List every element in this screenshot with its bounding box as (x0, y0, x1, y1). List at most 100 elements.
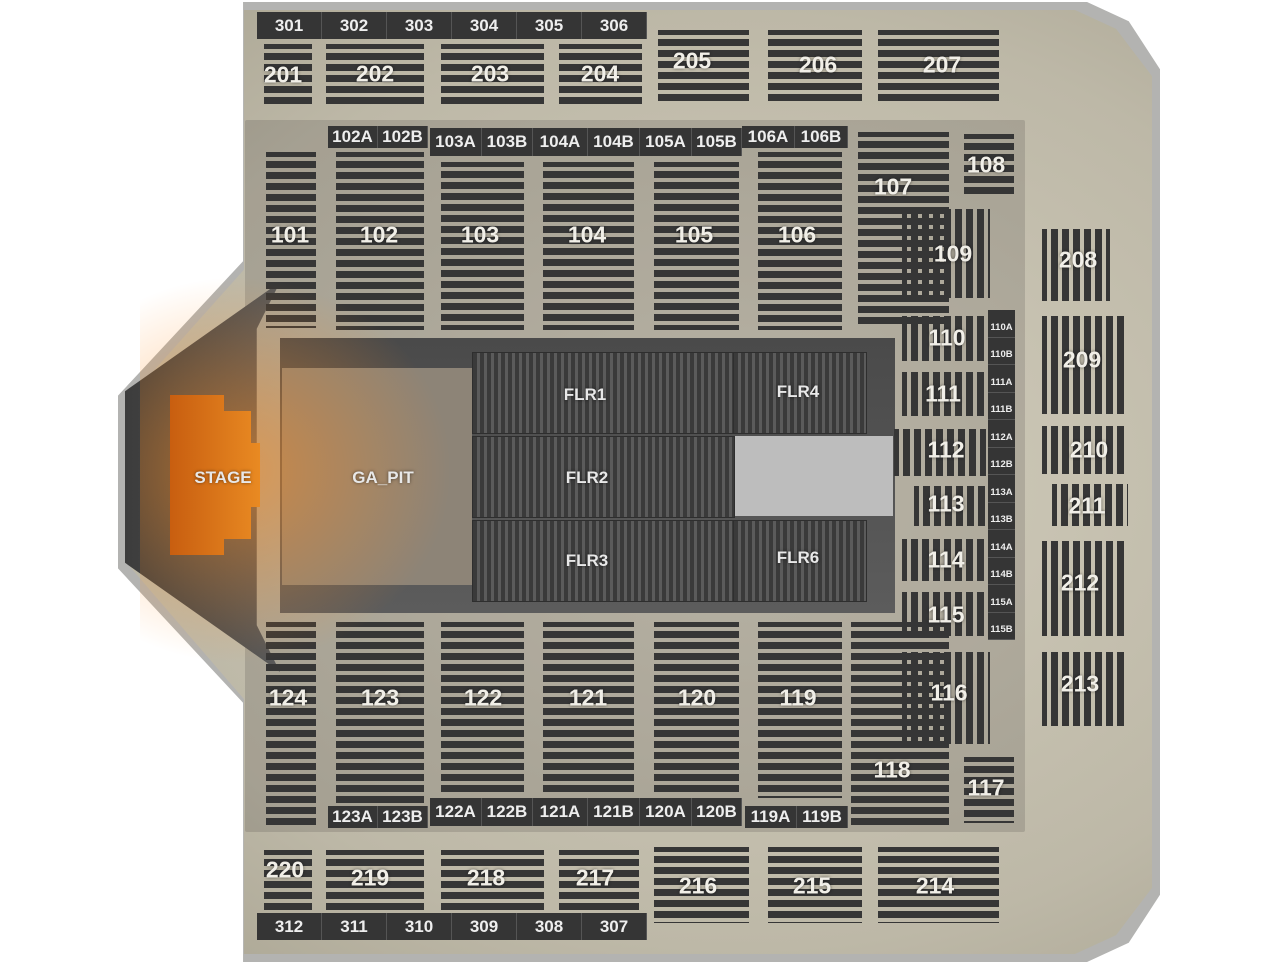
section-124[interactable] (260, 620, 322, 830)
section-118[interactable] (845, 620, 955, 830)
section-217[interactable] (553, 848, 645, 912)
section-120[interactable] (648, 620, 745, 795)
section-114b[interactable]: 114B (988, 557, 1015, 585)
section-120b[interactable]: 120B (692, 798, 742, 826)
section-218[interactable] (435, 848, 550, 912)
section-108[interactable] (958, 132, 1020, 200)
section-label: 209 (1062, 346, 1102, 373)
section-215[interactable] (762, 845, 868, 925)
section-220[interactable] (258, 848, 318, 912)
section-216[interactable] (648, 845, 755, 925)
section-219[interactable] (320, 848, 430, 912)
section-115a[interactable]: 115A (988, 585, 1015, 613)
section-119a[interactable]: 119A (745, 806, 797, 828)
section-103b[interactable]: 103B (482, 128, 533, 156)
section-102a[interactable]: 102A (328, 126, 378, 148)
section-303[interactable]: 303 (387, 12, 452, 39)
section-112b[interactable]: 112B (988, 447, 1015, 475)
section-label: 124 (268, 684, 308, 711)
section-106b[interactable]: 106B (795, 126, 848, 148)
section-110[interactable] (900, 312, 988, 365)
section-123[interactable] (330, 620, 430, 805)
section-103a[interactable]: 103A (430, 128, 482, 156)
section-123a[interactable]: 123A (328, 806, 378, 828)
section-113a[interactable]: 113A (988, 475, 1015, 503)
section-204[interactable] (553, 42, 648, 106)
section-121[interactable] (537, 620, 640, 795)
section-304[interactable]: 304 (452, 12, 517, 39)
section-203[interactable] (435, 42, 550, 106)
section-label: 118 (873, 756, 911, 783)
section-label: 117 (967, 774, 1005, 801)
section-113b[interactable]: 113B (988, 502, 1015, 530)
section-202[interactable] (320, 42, 430, 106)
section-207[interactable] (872, 28, 1005, 106)
section-105[interactable] (648, 160, 745, 332)
section-102b[interactable]: 102B (378, 126, 428, 148)
section-308[interactable]: 308 (517, 913, 582, 940)
section-122a[interactable]: 122A (430, 798, 482, 826)
section-208[interactable] (1040, 225, 1112, 305)
section-110a[interactable]: 110A (988, 310, 1015, 338)
stage[interactable] (170, 395, 260, 555)
section-label: 104 (567, 221, 607, 248)
section-115b[interactable]: 115B (988, 612, 1015, 640)
section-104[interactable] (537, 160, 640, 332)
section-label: 208 (1058, 246, 1098, 273)
section-301[interactable]: 301 (257, 12, 322, 39)
section-111[interactable] (900, 368, 988, 420)
section-311[interactable]: 311 (322, 913, 387, 940)
section-105b[interactable]: 105B (692, 128, 742, 156)
section-106a[interactable]: 106A (742, 126, 795, 148)
section-119[interactable] (752, 620, 848, 800)
section-213[interactable] (1040, 648, 1130, 730)
section-310[interactable]: 310 (387, 913, 452, 940)
section-312[interactable]: 312 (257, 913, 322, 940)
section-flr3[interactable] (472, 520, 735, 602)
section-112a[interactable]: 112A (988, 420, 1015, 448)
section-104a[interactable]: 104A (533, 128, 588, 156)
section-307[interactable]: 307 (582, 913, 647, 940)
section-flr6[interactable] (733, 520, 867, 602)
section-114a[interactable]: 114A (988, 530, 1015, 558)
section-flr2[interactable] (472, 436, 735, 518)
section-112[interactable] (892, 425, 988, 480)
section-123b[interactable]: 123B (378, 806, 428, 828)
section-210[interactable] (1040, 422, 1130, 478)
section-106[interactable] (752, 150, 848, 332)
section-109[interactable] (900, 205, 992, 302)
section-209[interactable] (1040, 312, 1130, 418)
section-111b[interactable]: 111B (988, 392, 1015, 420)
section-flr1[interactable] (472, 352, 735, 434)
section-label: 101 (270, 221, 310, 248)
section-label: 102 (359, 221, 399, 248)
section-206[interactable] (762, 28, 868, 106)
section-122b[interactable]: 122B (482, 798, 533, 826)
section-114[interactable] (900, 535, 988, 585)
section-214[interactable] (872, 845, 1005, 925)
section-104b[interactable]: 104B (588, 128, 640, 156)
section-306[interactable]: 306 (582, 12, 647, 39)
section-117[interactable] (958, 755, 1020, 825)
section-label: 210 (1069, 436, 1109, 463)
section-label: 214 (915, 872, 955, 899)
section-label: 212 (1060, 569, 1100, 596)
section-121a[interactable]: 121A (533, 798, 588, 826)
section-flr4[interactable] (733, 352, 867, 434)
section-302[interactable]: 302 (322, 12, 387, 39)
section-309[interactable]: 309 (452, 913, 517, 940)
section-212[interactable] (1040, 537, 1130, 640)
section-201[interactable] (258, 42, 318, 106)
section-111a[interactable]: 111A (988, 365, 1015, 393)
section-119b[interactable]: 119B (797, 806, 848, 828)
section-label: 106 (777, 221, 817, 248)
section-113[interactable] (912, 482, 988, 530)
section-label: FLR2 (565, 468, 609, 487)
section-211[interactable] (1050, 480, 1130, 530)
section-110b[interactable]: 110B (988, 337, 1015, 365)
section-105a[interactable]: 105A (640, 128, 692, 156)
section-120a[interactable]: 120A (640, 798, 692, 826)
section-205[interactable] (652, 28, 755, 106)
section-121b[interactable]: 121B (588, 798, 640, 826)
section-305[interactable]: 305 (517, 12, 582, 39)
